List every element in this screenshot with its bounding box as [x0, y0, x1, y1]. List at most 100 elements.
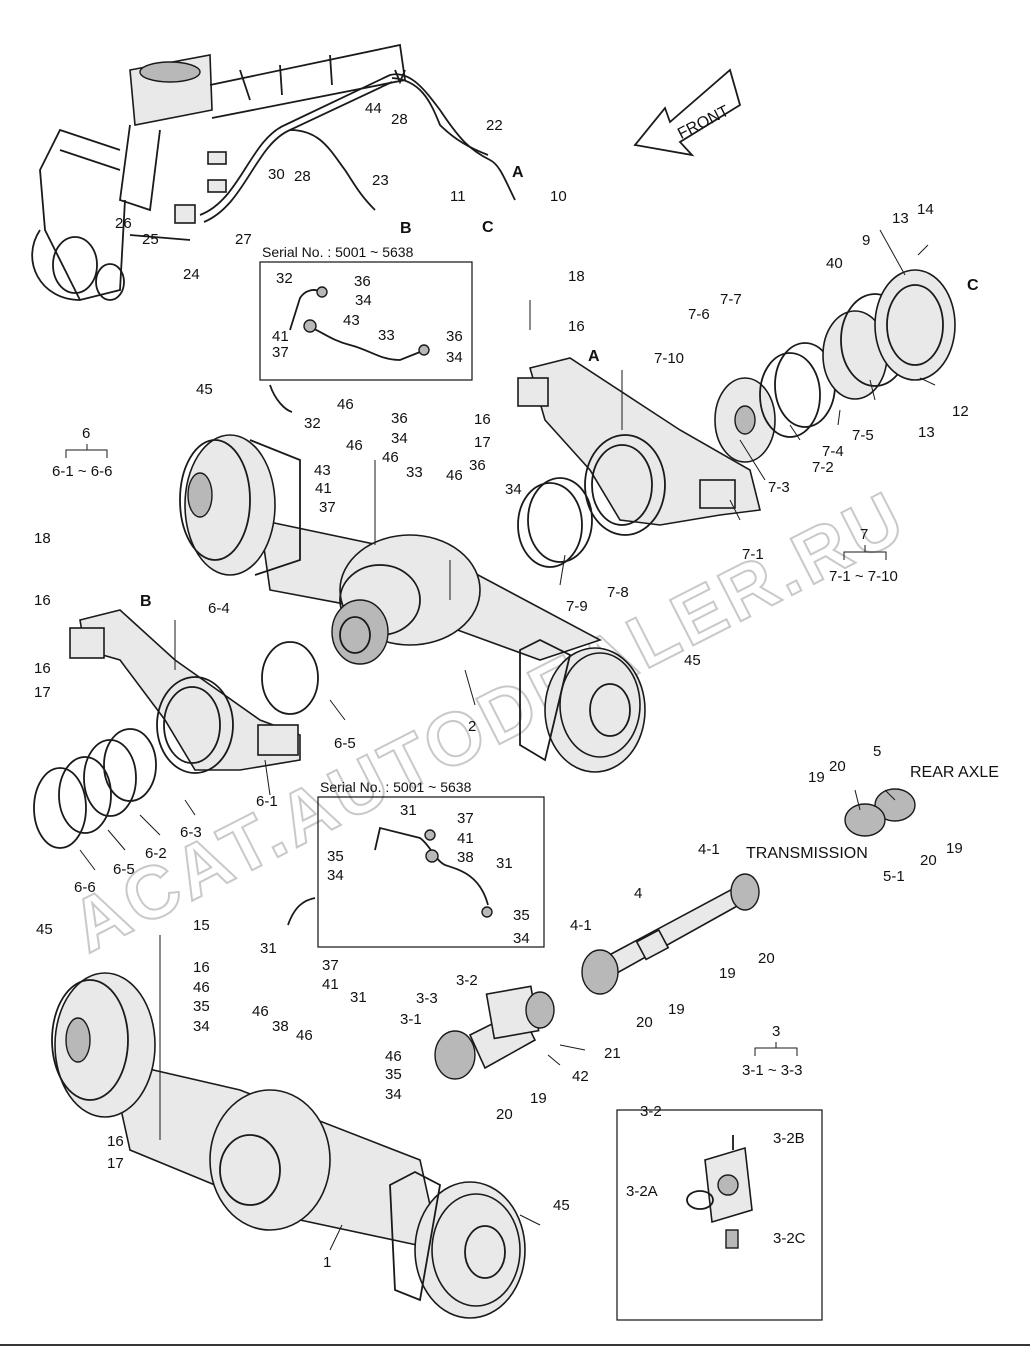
- callout-s33: 33: [378, 327, 395, 344]
- label-3-2c: 3-2C: [773, 1230, 806, 1247]
- callout-t41: 41: [457, 830, 474, 847]
- group-label: 3: [772, 1023, 780, 1040]
- rings-7: [517, 477, 593, 568]
- callout-c3_3: 3-3: [416, 990, 438, 1007]
- callout-c7_4: 7-4: [822, 443, 844, 460]
- callout-c7_2: 7-2: [812, 459, 834, 476]
- callout-c45a: 45: [196, 381, 213, 398]
- callout-c5: 5: [873, 743, 881, 760]
- callout-c22: 22: [486, 117, 503, 134]
- group-label: 7: [860, 526, 868, 543]
- callout-c32: 32: [304, 415, 321, 432]
- callout-c34b: 34: [505, 481, 522, 498]
- callout-s41: 41: [272, 328, 289, 345]
- callout-c37b: 37: [322, 957, 339, 974]
- callout-c5_1: 5-1: [883, 868, 905, 885]
- callout-c20e: 20: [496, 1106, 513, 1123]
- callout-c19b: 19: [946, 840, 963, 857]
- callout-c6_6: 6-6: [74, 879, 96, 896]
- callout-c45b: 45: [684, 652, 701, 669]
- callout-c20d: 20: [636, 1014, 653, 1031]
- callout-cA1: A: [512, 164, 524, 181]
- callout-c6_5: 6-5: [334, 735, 356, 752]
- callout-c19e: 19: [530, 1090, 547, 1107]
- callout-c16d: 16: [34, 660, 51, 677]
- callout-c28a: 28: [391, 111, 408, 128]
- label-3-2a: 3-2A: [626, 1183, 658, 1200]
- callout-c7_6: 7-6: [688, 306, 710, 323]
- callout-c11: 11: [450, 188, 466, 205]
- callout-t34a: 34: [327, 867, 344, 884]
- group-label: 7-1 ~ 7-10: [829, 568, 898, 585]
- callout-c19c: 19: [719, 965, 736, 982]
- callout-c7_8: 7-8: [607, 584, 629, 601]
- callout-c31b: 31: [350, 989, 367, 1006]
- callout-c35a: 35: [193, 998, 210, 1015]
- callout-c21: 21: [604, 1045, 621, 1062]
- callout-c6_5b: 6-5: [113, 861, 135, 878]
- callout-c46d: 46: [446, 467, 463, 484]
- callout-c6_1: 6-1: [256, 793, 278, 810]
- callout-c46h: 46: [385, 1048, 402, 1065]
- callout-c3_1: 3-1: [400, 1011, 422, 1028]
- group-6: 6 6-1 ~ 6-6: [52, 425, 112, 480]
- shaft-3: [434, 985, 555, 1080]
- callout-c9: 9: [862, 232, 870, 249]
- callouts: 44 28 22 A 11 10 C 30 28 23 B 26 25 27 2…: [34, 100, 999, 1271]
- group-label: 6-1 ~ 6-6: [52, 463, 112, 480]
- callout-t31a: 31: [400, 802, 417, 819]
- callout-c3_2: 3-2: [456, 972, 478, 989]
- leader-arc-lower: [287, 897, 316, 926]
- callout-s34b: 34: [446, 349, 463, 366]
- callout-c7_9: 7-9: [566, 598, 588, 615]
- callout-c23: 23: [372, 172, 389, 189]
- callout-c17c: 17: [107, 1155, 124, 1172]
- rear-axle-label: REAR AXLE: [910, 764, 999, 781]
- callout-s36a: 36: [354, 273, 371, 290]
- callout-c42: 42: [572, 1068, 589, 1085]
- serial-box-upper: Serial No. : 5001 ~ 5638: [259, 244, 473, 381]
- callout-c18a: 18: [568, 268, 585, 285]
- callout-c7_7: 7-7: [720, 291, 742, 308]
- callout-c36a: 36: [391, 410, 408, 427]
- callout-t38: 38: [457, 849, 474, 866]
- callout-c14: 14: [917, 201, 934, 218]
- callout-c34a: 34: [391, 430, 408, 447]
- callout-c1: 1: [323, 1254, 331, 1271]
- callout-c24: 24: [183, 266, 200, 283]
- callout-c41: 41: [315, 480, 332, 497]
- callout-cB2: B: [140, 593, 152, 610]
- callout-t35a: 35: [327, 848, 344, 865]
- callout-c44: 44: [365, 100, 382, 117]
- callout-c46g: 46: [296, 1027, 313, 1044]
- callout-c16e: 16: [193, 959, 210, 976]
- serial-box-lower: Serial No. : 5001 ~ 5638: [317, 779, 545, 948]
- callout-c17b: 17: [34, 684, 51, 701]
- axle-support-6: [69, 609, 301, 774]
- leader-lines: [79, 229, 936, 1251]
- callout-c19d: 19: [668, 1001, 685, 1018]
- callout-c13a: 13: [892, 210, 909, 227]
- callout-c10: 10: [550, 188, 567, 205]
- callout-t34b: 34: [513, 930, 530, 947]
- prop-shaft-4: [581, 873, 760, 995]
- callout-c6_3: 6-3: [180, 824, 202, 841]
- callout-c30: 30: [268, 166, 285, 183]
- callout-s34a: 34: [355, 292, 372, 309]
- callout-c46c: 46: [382, 449, 399, 466]
- callout-c7_10: 7-10: [654, 350, 684, 367]
- callout-t37: 37: [457, 810, 474, 827]
- callout-c45d: 45: [553, 1197, 570, 1214]
- callout-c46b: 46: [346, 437, 363, 454]
- callout-c6_4: 6-4: [208, 600, 230, 617]
- callout-c35b: 35: [385, 1066, 402, 1083]
- rings-6: [33, 641, 319, 849]
- callout-c20b: 20: [920, 852, 937, 869]
- callout-c36b: 36: [469, 457, 486, 474]
- callout-c40: 40: [826, 255, 843, 272]
- callout-c43: 43: [314, 462, 331, 479]
- front-arrow: FRONT: [633, 68, 742, 157]
- group-7: 7 7-1 ~ 7-10: [829, 526, 898, 585]
- callout-c7_3: 7-3: [768, 479, 790, 496]
- callout-c34c: 34: [193, 1018, 210, 1035]
